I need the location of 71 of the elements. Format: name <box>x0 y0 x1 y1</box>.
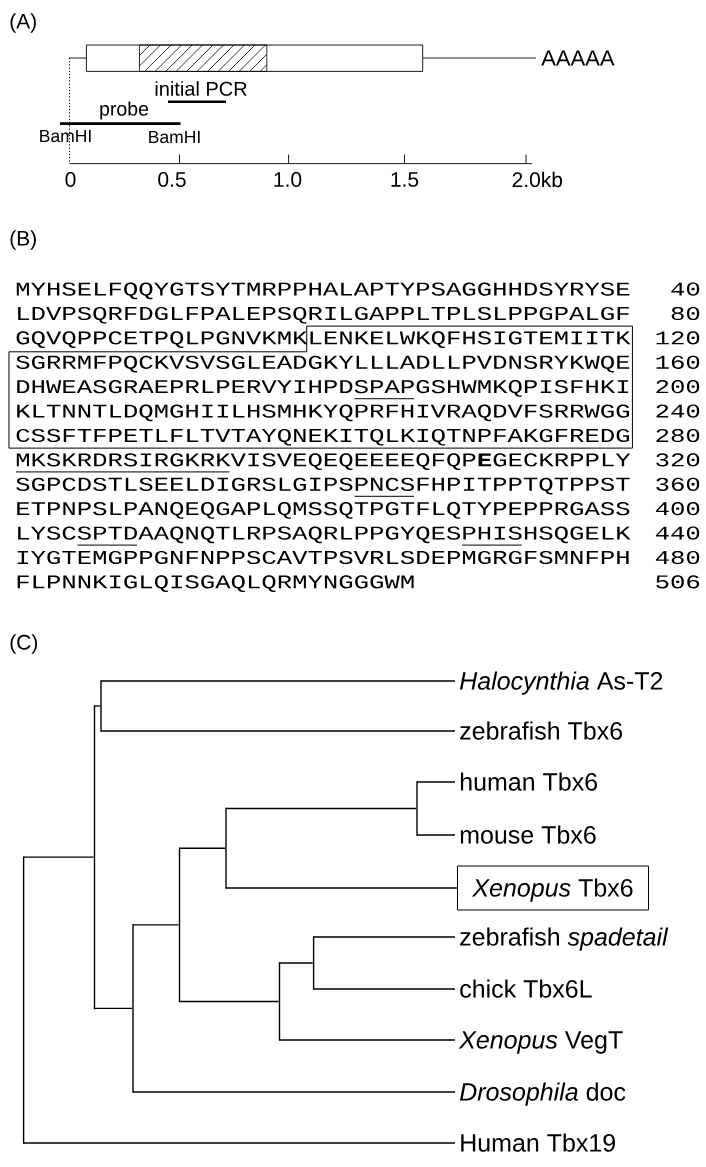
species-label-box: Xenopus Tbx6 <box>457 865 649 911</box>
branch-line <box>278 962 314 964</box>
branch-line <box>132 1091 456 1093</box>
sequence-line: MKSKRDRSIRGKRKVISVEQEQEEEEQFQPEGECKRPPLY <box>16 453 631 470</box>
sequence-line: LDVPSQRFDGLFPALEPSQRILGAPPLTPLSLPPGPALGF <box>18 306 629 324</box>
branch-line <box>93 705 101 707</box>
panel-label: (A) <box>10 13 36 33</box>
sequence-line: FLPNNKIGLQISGAQLQRMYNGGGWM <box>17 575 414 592</box>
branch-line <box>22 856 95 858</box>
species-label: zebrafish Tbx6 <box>460 721 622 740</box>
branch-line <box>100 730 456 732</box>
residue-number: 360 <box>656 477 700 491</box>
vertical-branch <box>278 962 281 1041</box>
tick-label: 2.0kb <box>512 171 563 188</box>
restriction-site-label: BamHI <box>149 130 200 144</box>
species-label: mouse Tbx6 <box>460 825 596 844</box>
branch-line <box>225 807 417 810</box>
species-label: Xenopus VegT <box>458 1031 623 1054</box>
species-label: zebrafish spadetail <box>460 927 669 951</box>
sequence-line: SGPCDSTLSEELDIGRSLGIPSPNCSFHPITPPTQTPPST <box>16 477 630 495</box>
sequence-line: DHWEASGRAEPRLPERVYIHPDSPAPGSHWMKQPISFHKI <box>17 380 629 397</box>
species-label: Halocynthia As-T2 <box>459 671 663 695</box>
residue-number: 160 <box>656 355 700 369</box>
sequence-line: IYGTEMGPPGNFNPPSCAVTPSVRLSDEPMGRGFSMNFPH <box>17 550 629 565</box>
branch-line <box>225 887 458 889</box>
residue-number: 240 <box>656 404 700 418</box>
panel-label: (B) <box>10 230 36 250</box>
branch-line <box>312 936 456 938</box>
residue-number: 320 <box>656 453 700 467</box>
residue-number: 40 <box>671 282 700 296</box>
residue-number: 480 <box>655 550 700 565</box>
species-label: chick Tbx6L <box>460 979 592 998</box>
species-label: Human Tbx19 <box>461 1133 615 1152</box>
branch-line <box>100 680 456 682</box>
panel-label: (C) <box>10 634 38 654</box>
branch-line <box>22 1142 456 1144</box>
residue-number: 200 <box>656 380 700 394</box>
residue-number: 400 <box>655 502 700 516</box>
tick-label: 1.0 <box>274 172 302 187</box>
vertical-branch <box>93 705 96 1010</box>
residue-number: 120 <box>656 331 700 345</box>
fragment-label: initial PCR <box>155 81 247 96</box>
residue-number: 80 <box>671 306 700 321</box>
sequence-line: SGRRMFPQCKVSVSGLEADGKYLLLADLLPVDNSRYKWQE <box>16 355 630 373</box>
species-label: human Tbx6 <box>460 772 597 791</box>
branch-line <box>416 834 456 836</box>
sequence-line: ETPNPSLPANQEQGAPLQMSSQTPGTFLQTYPEPPRGASS <box>17 502 630 519</box>
branch-line <box>416 781 456 783</box>
sequence-line: LYSCSPTDAAQNQTLRPSAQRLPPGYQESPHISHSQGELK <box>18 526 631 544</box>
fragment-label: probe <box>100 101 149 120</box>
vertical-branch <box>22 856 25 1144</box>
species-label: Drosophila doc <box>459 1082 626 1106</box>
branch-line <box>178 1000 280 1003</box>
branch-line <box>93 1007 133 1010</box>
vertical-branch <box>312 936 315 990</box>
poly-a-label: AAAAA <box>541 50 615 66</box>
tick-label: 0.5 <box>158 172 186 187</box>
vertical-branch <box>178 847 181 1003</box>
residue-number: 280 <box>656 428 700 443</box>
branch-line <box>312 988 456 990</box>
branch-line <box>132 924 180 926</box>
sequence-line: KLTNNTLDQMGHIILHSMHKYQPRFHIVRAQDVFSRRWGG <box>17 404 630 422</box>
branch-line <box>178 847 226 849</box>
restriction-site-label: BamHI <box>40 129 91 143</box>
tick-label: 1.5 <box>391 172 419 187</box>
residue-number: 440 <box>655 526 700 540</box>
tick-label: 0 <box>65 172 76 187</box>
branch-line <box>278 1039 456 1041</box>
sequence-line: MYHSELFQQYGTSYTMRPPHALAPTYPSAGGHHDSYRYSE <box>16 282 630 300</box>
sequence-line: CSSFTFPETLFLTVTAYQNEKITQLKIQTNPFAKGFREDG <box>16 428 630 446</box>
residue-number: 506 <box>656 575 700 589</box>
